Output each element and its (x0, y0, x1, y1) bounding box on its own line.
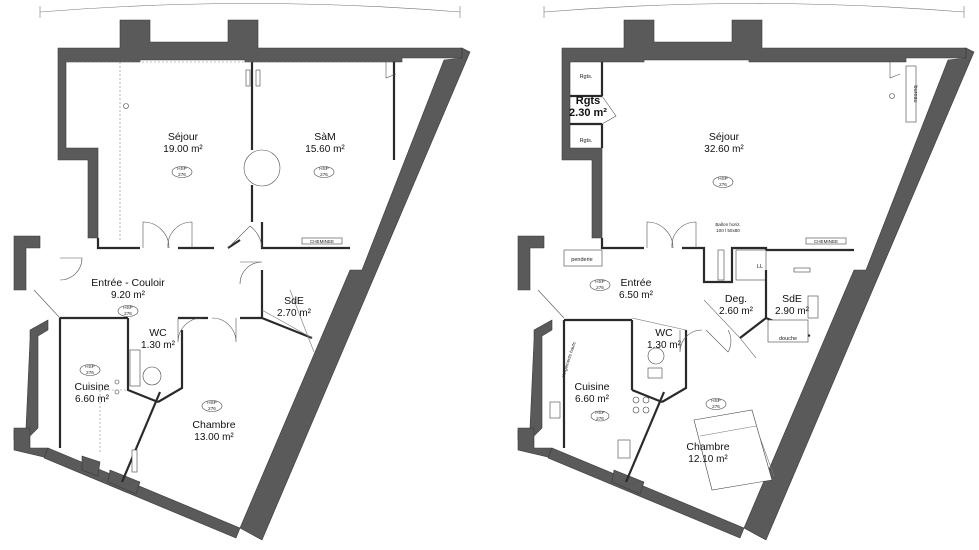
svg-text:15.60 m²: 15.60 m² (305, 144, 345, 155)
svg-text:HSP: HSP (319, 166, 328, 171)
svg-text:Chambre: Chambre (192, 419, 235, 431)
svg-text:2.60 m²: 2.60 m² (719, 306, 754, 317)
shower (767, 319, 809, 343)
svg-text:6.50 m²: 6.50 m² (619, 290, 654, 301)
room-sejour: Séjour 19.00 m² HSP 276 (163, 131, 203, 178)
partition (96, 222, 350, 250)
svg-text:Séjour: Séjour (709, 131, 740, 143)
svg-text:1.30 m²: 1.30 m² (647, 340, 682, 351)
room-deg: Deg. 2.60 m² (719, 293, 754, 317)
room-sam: SàM 15.60 m² HSP 276 (305, 131, 345, 178)
svg-text:HSP: HSP (177, 166, 186, 171)
svg-text:2.90 m²: 2.90 m² (775, 306, 810, 317)
toilet (647, 347, 665, 365)
svg-text:HSP: HSP (711, 398, 720, 403)
bureau-label: bureau (912, 85, 918, 102)
svg-text:276: 276 (320, 172, 328, 177)
bottom-wall (43, 447, 241, 539)
right-diagonal-wall (743, 47, 975, 541)
cheminee-label: CHEMINEE (310, 239, 334, 244)
svg-text:HSP: HSP (595, 279, 604, 284)
svg-text:276: 276 (208, 406, 216, 411)
svg-text:276: 276 (712, 404, 720, 409)
desk (905, 65, 917, 123)
svg-text:100 l 50x80: 100 l 50x80 (716, 228, 740, 233)
svg-text:6.60 m²: 6.60 m² (75, 394, 110, 405)
room-sejour: Séjour 32.60 m² HSP 276 (704, 131, 744, 188)
left-wall (13, 235, 41, 291)
storage-partition (570, 62, 604, 148)
svg-text:276: 276 (719, 182, 727, 187)
bottom-wall (547, 447, 745, 539)
svg-text:Entrée: Entrée (621, 277, 652, 289)
svg-text:276: 276 (596, 416, 604, 421)
room-rgts: Rgts. Rgts 2.30 m² Rgts. (569, 74, 607, 144)
svg-text:6.60 m²: 6.60 m² (575, 394, 610, 405)
svg-text:penderie: penderie (571, 257, 592, 263)
svg-text:SdE: SdE (782, 293, 802, 305)
svg-text:LL: LL (757, 264, 763, 270)
bed (693, 409, 773, 491)
sink (617, 439, 631, 459)
facade-curve (543, 3, 965, 13)
room-entree: HSP 276 Entrée 6.50 m² (589, 277, 654, 301)
svg-text:276: 276 (124, 311, 132, 316)
room-cuisine: HSP 276 Cuisine 6.60 m² (74, 364, 109, 405)
svg-text:Rgts.: Rgts. (580, 74, 593, 80)
svg-text:19.00 m²: 19.00 m² (163, 144, 203, 155)
svg-text:2.30 m²: 2.30 m² (569, 107, 607, 119)
fireplace (805, 237, 847, 245)
room-entree-couloir: Entrée - Couloir 9.20 m² HSP 276 (91, 277, 165, 317)
svg-text:32.60 m²: 32.60 m² (704, 144, 744, 155)
room-wc: WC 1.30 m² (141, 327, 176, 351)
room-sde: SdE 2.90 m² (775, 293, 810, 317)
svg-text:2.70 m²: 2.70 m² (277, 308, 312, 319)
svg-text:276: 276 (86, 370, 94, 375)
room-cuisine: Cuisine 6.60 m² HSP 276 (574, 381, 610, 422)
svg-text:Cuisine: Cuisine (74, 381, 109, 393)
room-chambre: HSP 276 Chambre 13.00 m² (192, 400, 235, 443)
svg-text:SdE: SdE (284, 295, 304, 307)
water-heater (735, 249, 767, 281)
svg-text:Rgts: Rgts (576, 95, 600, 107)
svg-text:13.00 m²: 13.00 m² (194, 432, 234, 443)
ballon-label: Ballon horiz. (715, 222, 740, 227)
plan-before: CHEMINEE Séjour 19.00 m² HSP 276 SàM 15. (13, 3, 471, 541)
right-diagonal-wall (239, 47, 471, 541)
svg-text:WC: WC (149, 327, 167, 339)
room-sde: SdE 2.70 m² (277, 295, 312, 319)
svg-text:HSP: HSP (123, 305, 132, 310)
svg-text:WC: WC (655, 327, 673, 339)
svg-text:Entrée - Couloir: Entrée - Couloir (91, 277, 165, 289)
svg-text:9.20 m²: 9.20 m² (111, 290, 146, 301)
plan-after: bureau LL Ballon horiz. 100 l 50x80 CHEM… (517, 3, 975, 541)
svg-text:276: 276 (178, 172, 186, 177)
svg-text:HSP: HSP (595, 410, 604, 415)
penderie (563, 249, 603, 267)
svg-text:Cuisine: Cuisine (574, 381, 609, 393)
facade-curve (39, 3, 461, 13)
svg-text:HSP: HSP (718, 176, 727, 181)
svg-text:Rgts.: Rgts. (580, 138, 593, 144)
room-chambre: HSP 276 Chambre 12.10 m² (686, 398, 729, 465)
svg-text:Séjour: Séjour (168, 131, 199, 143)
svg-text:1.30 m²: 1.30 m² (141, 340, 176, 351)
svg-text:SàM: SàM (314, 131, 336, 143)
svg-text:HSP: HSP (85, 364, 94, 369)
svg-text:Chambre: Chambre (686, 441, 729, 453)
svg-text:276: 276 (596, 285, 604, 290)
left-wall (517, 235, 545, 291)
svg-text:Deg.: Deg. (725, 293, 747, 305)
room-wc: WC 1.30 m² (647, 327, 682, 351)
svg-text:douche: douche (779, 336, 797, 342)
door (142, 221, 193, 249)
cheminee-label: CHEMINEE (814, 239, 838, 244)
svg-text:HSP: HSP (207, 400, 216, 405)
toilet (142, 366, 162, 386)
svg-text:12.10 m²: 12.10 m² (688, 454, 728, 465)
fireplace (301, 237, 343, 245)
